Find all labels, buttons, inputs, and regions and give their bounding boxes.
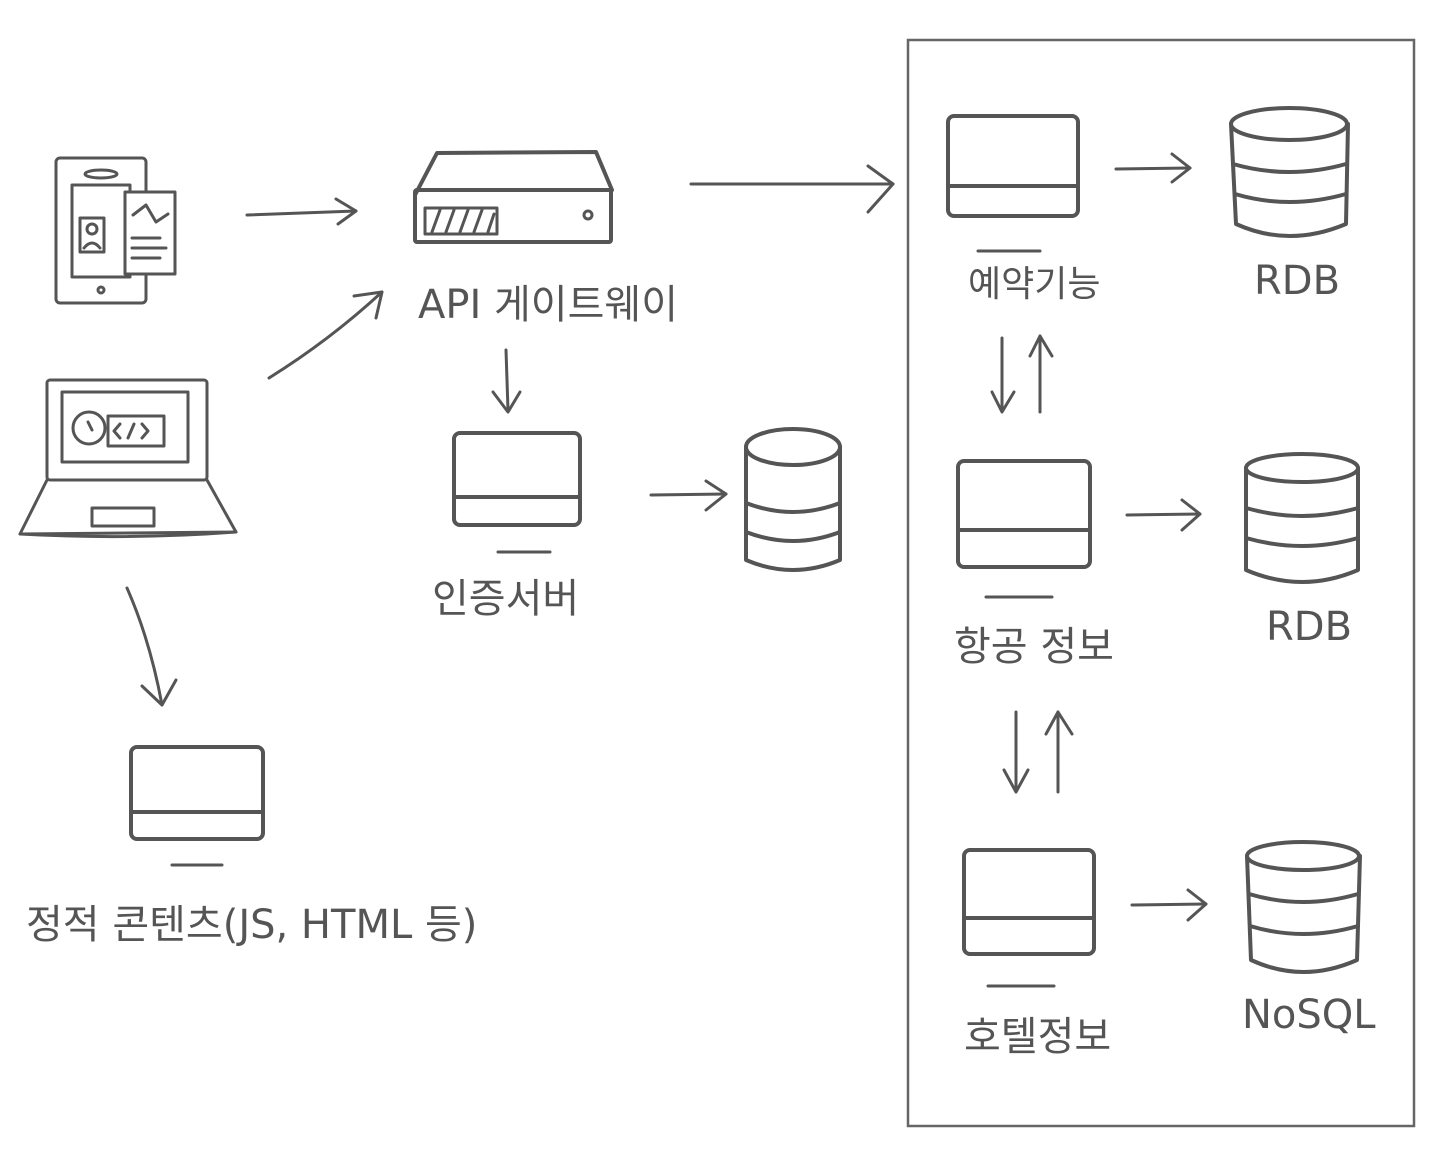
arrow-auth-to-db bbox=[649, 479, 728, 512]
auth-server-label: 인증서버 bbox=[432, 576, 579, 622]
arrow-reservation-to-rdb bbox=[1114, 152, 1192, 184]
arrow-flight-to-reservation bbox=[1028, 334, 1054, 414]
arrow-hotel-to-nosql bbox=[1130, 888, 1208, 922]
arrow-flight-to-hotel bbox=[1002, 710, 1030, 794]
hotel-info-db-label: NoSQL bbox=[1242, 992, 1376, 1038]
flight-info-db-label: RDB bbox=[1266, 604, 1352, 650]
api-gateway-label: API 게이트웨이 bbox=[418, 282, 678, 328]
arrow-laptop-to-static bbox=[125, 586, 178, 707]
flight-info-server-icon bbox=[956, 459, 1092, 599]
reservation-db-label: RDB bbox=[1254, 258, 1340, 304]
arrow-laptop-to-gateway bbox=[267, 290, 384, 380]
reservation-label: 예약기능 bbox=[968, 264, 1100, 305]
mobile-tablet-icon bbox=[54, 156, 177, 305]
static-content-server-icon bbox=[129, 745, 265, 867]
arrow-flight-to-rdb bbox=[1125, 498, 1202, 532]
flight-info-label: 항공 정보 bbox=[954, 624, 1114, 670]
database-cylinder-icon bbox=[744, 427, 842, 572]
flight-info-db-icon bbox=[1244, 452, 1360, 584]
hotel-info-label: 호텔정보 bbox=[964, 1014, 1111, 1060]
reservation-server-icon bbox=[946, 114, 1080, 253]
reservation-db-icon bbox=[1229, 106, 1350, 238]
hotel-info-server-icon bbox=[962, 848, 1096, 988]
arrow-mobile-to-gateway bbox=[245, 197, 358, 226]
laptop-icon bbox=[18, 378, 238, 539]
gateway-appliance-icon bbox=[413, 150, 614, 244]
hotel-info-db-icon bbox=[1245, 840, 1362, 974]
services-boundary bbox=[906, 38, 1416, 1128]
arrow-reservation-to-flight bbox=[990, 336, 1016, 414]
server-box-icon bbox=[452, 431, 582, 554]
static-content-label: 정적 콘텐츠(JS, HTML 등) bbox=[26, 902, 477, 948]
arrow-gateway-to-services bbox=[689, 164, 895, 214]
arrow-hotel-to-flight bbox=[1044, 710, 1074, 794]
arrow-gateway-to-auth bbox=[491, 348, 522, 414]
